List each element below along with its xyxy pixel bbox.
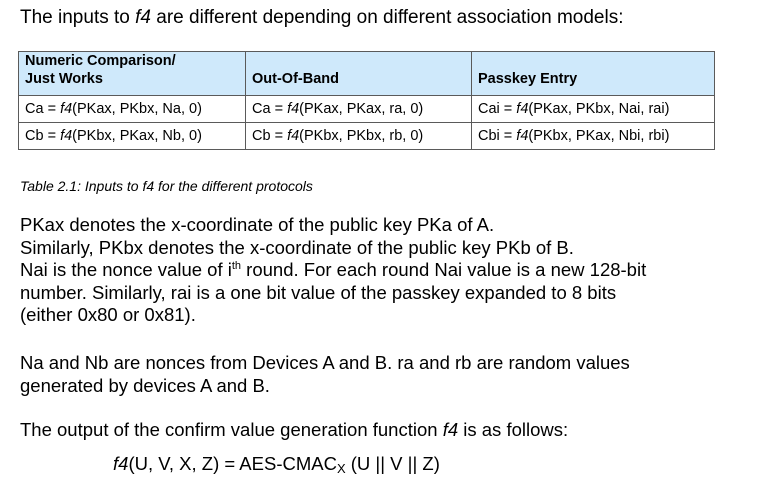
header-out-of-band: Out-Of-Band [245,51,472,96]
header-line: Passkey Entry [478,71,578,87]
cell-func: f4 [60,101,73,117]
cell-lhs: Cb = [252,128,288,144]
table-row: Ca = f4(PKax, PKbx, Na, 0) Ca = f4(PKax,… [18,95,715,123]
table-cell: Cb = f4(PKbx, PKax, Nb, 0) [18,122,246,150]
protocol-inputs-table: Numeric Comparison/ Just Works Out-Of-Ba… [18,51,715,150]
header-line: Out-Of-Band [252,71,339,87]
superscript: th [231,259,242,272]
formula-func: f4 [113,453,129,474]
table-cell: Cb = f4(PKbx, PKbx, rb, 0) [245,122,472,150]
cell-func: f4 [287,128,300,144]
paragraph-line: number. Similarly, rai is a one bit valu… [20,281,617,303]
table-cell: Cai = f4(PKax, PKbx, Nai, rai) [471,95,715,123]
cell-lhs: Ca = [25,101,61,117]
table-cell: Ca = f4(PKax, PKax, ra, 0) [245,95,472,123]
line-text: The output of the confirm value generati… [20,419,443,440]
table-cell: Cbi = f4(PKbx, PKax, Nbi, rbi) [471,122,715,150]
cell-args: (PKax, PKax, ra, 0) [299,101,424,117]
table-row: Cb = f4(PKbx, PKax, Nb, 0) Cb = f4(PKbx,… [18,122,715,150]
table-cell: Ca = f4(PKax, PKbx, Na, 0) [18,95,246,123]
cell-lhs: Ca = [252,101,288,117]
cell-args: (PKax, PKbx, Na, 0) [72,101,202,117]
paragraph-line: PKax denotes the x-coordinate of the pub… [20,214,495,235]
formula-subscript: X [336,461,346,476]
cell-args: (PKbx, PKax, Nb, 0) [72,128,202,144]
header-line: Numeric Comparison/ [25,53,176,69]
header-passkey-entry: Passkey Entry [471,51,715,96]
cell-func: f4 [516,128,529,144]
intro-suffix: are different depending on different ass… [150,7,624,28]
cell-lhs: Cai = [478,101,517,117]
line-text: round. For each round Nai value is a new… [241,259,647,280]
paragraph-definitions: PKax denotes the x-coordinate of the pub… [20,214,646,327]
f4-formula: f4(U, V, X, Z) = AES-CMACX (U || V || Z) [113,453,440,475]
formula-lhs: (U, V, X, Z) = AES-CMAC [128,453,337,474]
paragraph-nonces: Na and Nb are nonces from Devices A and … [20,352,630,397]
line-text: is as follows: [458,419,569,440]
table-caption: Table 2.1: Inputs to f4 for the differen… [20,178,313,194]
cell-func: f4 [516,101,529,117]
paragraph-line: Na and Nb are nonces from Devices A and … [20,352,630,373]
intro-text: The inputs to f4 are different depending… [20,6,624,30]
cell-lhs: Cb = [25,128,61,144]
paragraph-line: Similarly, PKbx denotes the x-coordinate… [20,236,574,258]
cell-args: (PKbx, PKbx, rb, 0) [299,128,424,144]
paragraph-output: The output of the confirm value generati… [20,419,568,442]
formula-rhs: (U || V || Z) [345,453,440,474]
cell-lhs: Cbi = [478,128,517,144]
output-func: f4 [442,419,459,440]
header-line: Just Works [25,71,103,87]
header-numeric-comparison: Numeric Comparison/ Just Works [18,51,246,96]
cell-args: (PKbx, PKax, Nbi, rbi) [528,128,670,144]
intro-func: f4 [135,7,151,28]
intro-prefix: The inputs to [20,7,136,28]
cell-func: f4 [60,128,73,144]
line-text: Nai is the nonce value of i [20,259,232,280]
cell-func: f4 [287,101,300,117]
paragraph-line: generated by devices A and B. [20,374,270,396]
table-header-row: Numeric Comparison/ Just Works Out-Of-Ba… [18,51,715,96]
paragraph-line: Nai is the nonce value of ith round. For… [20,259,646,282]
cell-args: (PKax, PKbx, Nai, rai) [528,101,670,117]
paragraph-line: (either 0x80 or 0x81). [20,304,196,325]
